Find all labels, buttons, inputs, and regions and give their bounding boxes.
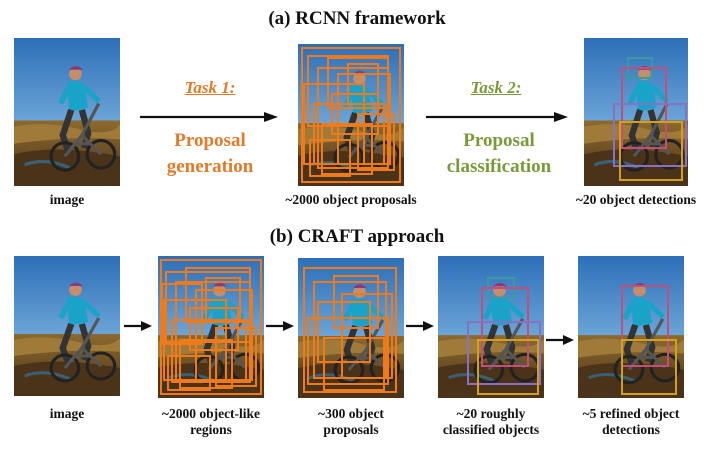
task2-description: Proposal classification [446,130,552,177]
caption-roughly-classified: ~20 roughly classified objects [442,406,540,437]
refined-detections-image [578,256,684,398]
caption-object-like-regions: ~2000 object-like regions [161,406,261,437]
caption-image-a: image [49,192,85,207]
task1-title: Task 1: [184,78,236,97]
task1-description: Proposal generation [166,130,254,177]
detections-image-a [584,38,688,186]
arrow-task1 [140,112,278,122]
arrow-b4 [546,335,574,345]
caption-object-proposals-b: ~300 object proposals [318,406,384,437]
input-image-b [14,256,120,396]
arrow-b2 [266,321,294,331]
proposals-image-a [298,44,404,186]
task2-title: Task 2: [470,78,522,97]
object-proposals-image-b [298,258,404,398]
object-like-regions-image [158,256,264,398]
roughly-classified-image [438,256,544,398]
caption-proposals-a: ~2000 object proposals [285,192,417,207]
section-a-title: (a) RCNN framework [268,8,446,29]
section-b-title: (b) CRAFT approach [269,226,445,247]
arrow-b3 [406,321,434,331]
input-image-a [14,38,120,186]
arrow-task2 [426,112,568,122]
caption-image-b: image [49,406,85,421]
arrow-b1 [124,321,152,331]
caption-detections-a: ~20 object detections [575,192,697,207]
caption-refined-detections: ~5 refined object detections [582,406,680,437]
